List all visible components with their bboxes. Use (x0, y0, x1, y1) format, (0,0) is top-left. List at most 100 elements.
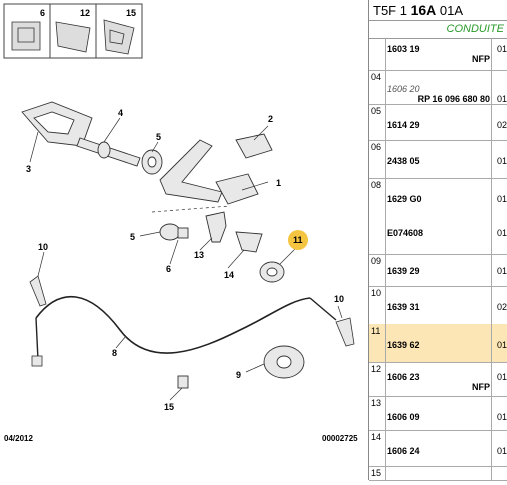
bush-lower[interactable] (159, 223, 181, 241)
part-quantity: 01 (496, 156, 507, 166)
shaft-bushing[interactable] (97, 141, 111, 159)
clip-part-6 (11, 21, 41, 51)
callout-5a[interactable]: 5 (156, 132, 161, 142)
inset-label-15: 15 (126, 8, 136, 18)
part-row[interactable]: 11 1639 62 01 (369, 324, 507, 363)
inset-boxes (3, 3, 143, 59)
part-number[interactable]: 1629 G0 (387, 194, 422, 204)
part-number[interactable]: 1606 24 (387, 446, 420, 456)
qty-cell (491, 324, 507, 362)
qty-cell (491, 178, 507, 254)
part-quantity: 01 (496, 44, 507, 54)
part-index: 09 (371, 256, 382, 266)
callout-14[interactable]: 14 (224, 270, 234, 280)
part-quantity: 01 (496, 446, 507, 456)
callouts: 1 2 3 4 5 5 6 8 9 10 10 11 13 14 15 (26, 108, 344, 412)
code-bold: 16A (410, 2, 437, 18)
part-note: NFP (472, 54, 490, 64)
part-number[interactable]: 2438 05 (387, 156, 420, 166)
part-number[interactable]: 1614 29 (387, 120, 420, 130)
exploded-parts-diagram: 6 12 15 (3, 3, 358, 443)
callout-3[interactable]: 3 (26, 164, 31, 174)
part-number[interactable]: 1639 31 (387, 302, 420, 312)
pedal-arm[interactable] (159, 139, 223, 203)
qty-cell (491, 286, 507, 324)
part-quantity: 02 (496, 302, 507, 312)
diagram-svg: 6 12 15 (3, 3, 355, 412)
part-number[interactable]: 1606 23 (387, 372, 420, 382)
pedal-pad-large[interactable] (215, 173, 259, 205)
callout-10b[interactable]: 10 (334, 294, 344, 304)
part-quantity: 01 (496, 194, 507, 204)
part-row[interactable]: 1603 19 NFP 01 (369, 38, 507, 71)
pedal-pad-small[interactable] (235, 133, 273, 159)
inset-label-6: 6 (40, 8, 45, 18)
callout-4[interactable]: 4 (118, 108, 123, 118)
part-index: 08 (371, 180, 382, 190)
part-row[interactable]: 06 2438 05 01 (369, 140, 507, 179)
callout-15[interactable]: 15 (164, 402, 174, 412)
callout-10a[interactable]: 10 (38, 242, 48, 252)
diagram-code: T5F 1 16A 01A (373, 2, 463, 18)
callout-2[interactable]: 2 (268, 114, 273, 124)
inset-label-12: 12 (80, 8, 90, 18)
part-row[interactable]: 05 1614 29 02 (369, 104, 507, 141)
callout-9[interactable]: 9 (236, 370, 241, 380)
part-index-cell: 11 (369, 324, 386, 362)
part-number[interactable]: 1639 29 (387, 266, 420, 276)
part-number[interactable]: 1639 62 (387, 340, 420, 350)
clip-part-15 (103, 19, 135, 55)
part-index: 11 (371, 326, 381, 336)
qty-cell (491, 254, 507, 286)
callout-8[interactable]: 8 (112, 348, 117, 358)
part-index: 13 (371, 398, 382, 408)
part-number[interactable]: 1606 20 (387, 84, 420, 94)
qty-cell (491, 396, 507, 430)
part-index-cell: 05 (369, 104, 386, 140)
callout-1[interactable]: 1 (276, 178, 281, 188)
part-quantity: 01 (496, 228, 507, 238)
leader-lines (29, 117, 343, 401)
clip-13[interactable] (205, 211, 227, 243)
category-label: CONDUITE (446, 23, 504, 35)
part-index-cell: 04 (369, 70, 386, 104)
qty-cell (491, 430, 507, 466)
part-index: 12 (371, 364, 382, 374)
inset-box-15[interactable] (95, 3, 143, 59)
part-index-cell: 14 (369, 430, 386, 466)
callout-5b[interactable]: 5 (130, 232, 135, 242)
part-index: 04 (371, 72, 382, 82)
part-index: 06 (371, 142, 382, 152)
part-index: 05 (371, 106, 382, 116)
part-quantity: 02 (496, 120, 507, 130)
cable-8[interactable] (35, 295, 311, 354)
callout-11[interactable]: 11 (293, 235, 303, 245)
qty-cell (491, 38, 507, 70)
part-row[interactable]: 08 1629 G0 E074608 01 01 (369, 178, 507, 255)
callout-6[interactable]: 6 (166, 264, 171, 274)
part-quantity: 01 (496, 340, 507, 350)
callout-11-highlight (288, 230, 308, 250)
qty-cell (491, 70, 507, 104)
clip-15-small[interactable] (177, 375, 189, 389)
part-number[interactable]: E074608 (387, 228, 424, 238)
part-quantity: 01 (496, 372, 507, 382)
spacer-6[interactable] (177, 227, 189, 239)
cable-end-right[interactable] (335, 317, 355, 347)
part-index: 15 (371, 468, 382, 478)
part-row[interactable]: 15 (369, 466, 507, 481)
part-index-cell: 12 (369, 362, 386, 396)
part-index-cell: 06 (369, 140, 386, 178)
callout-13[interactable]: 13 (194, 250, 204, 260)
clip-14[interactable] (235, 231, 263, 253)
cable-end-left[interactable] (29, 275, 47, 307)
part-number[interactable]: 1606 09 (387, 412, 420, 422)
part-number[interactable]: 1603 19 (387, 44, 420, 54)
